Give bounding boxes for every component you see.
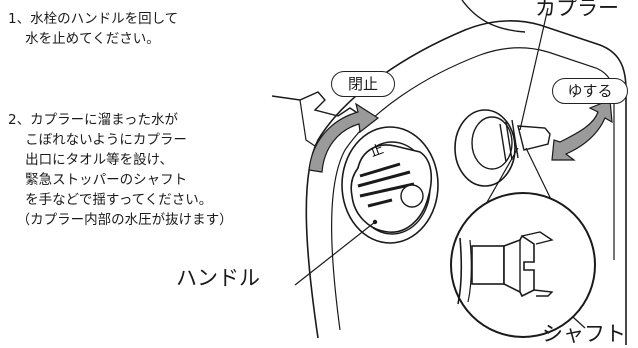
shake-arrow (551, 99, 613, 161)
coupler-ring (471, 116, 513, 170)
shaft-label: シャフト (542, 322, 626, 346)
handle-label: ハンドル (176, 266, 260, 290)
handle-hole (400, 184, 424, 208)
instruction-step-2: 2、カプラーに溜まった水が こぼれないようにカプラー 出口にタオル等を設け、 緊… (8, 112, 233, 228)
coupler-leader (519, 7, 549, 131)
top-edge (461, 0, 526, 33)
housing-outline (305, 20, 627, 345)
close-tag: 閉止 (331, 71, 395, 97)
instruction-step-1: 1、水栓のハンドルを回して 水を止めてください。 (8, 11, 179, 47)
handle-leader (294, 221, 376, 286)
bracket-lower (299, 99, 319, 149)
housing-inner (331, 47, 615, 331)
handle-stripes (357, 162, 415, 208)
rotate-arrow (308, 102, 380, 173)
handle-mark: 止 (368, 142, 385, 161)
coupler-shaft (517, 125, 551, 151)
coupler-spring (499, 119, 519, 163)
coupler-label: カプラー (535, 0, 619, 20)
shake-tag: ゆする (552, 78, 628, 104)
zoom-shaft-detail (457, 231, 554, 305)
